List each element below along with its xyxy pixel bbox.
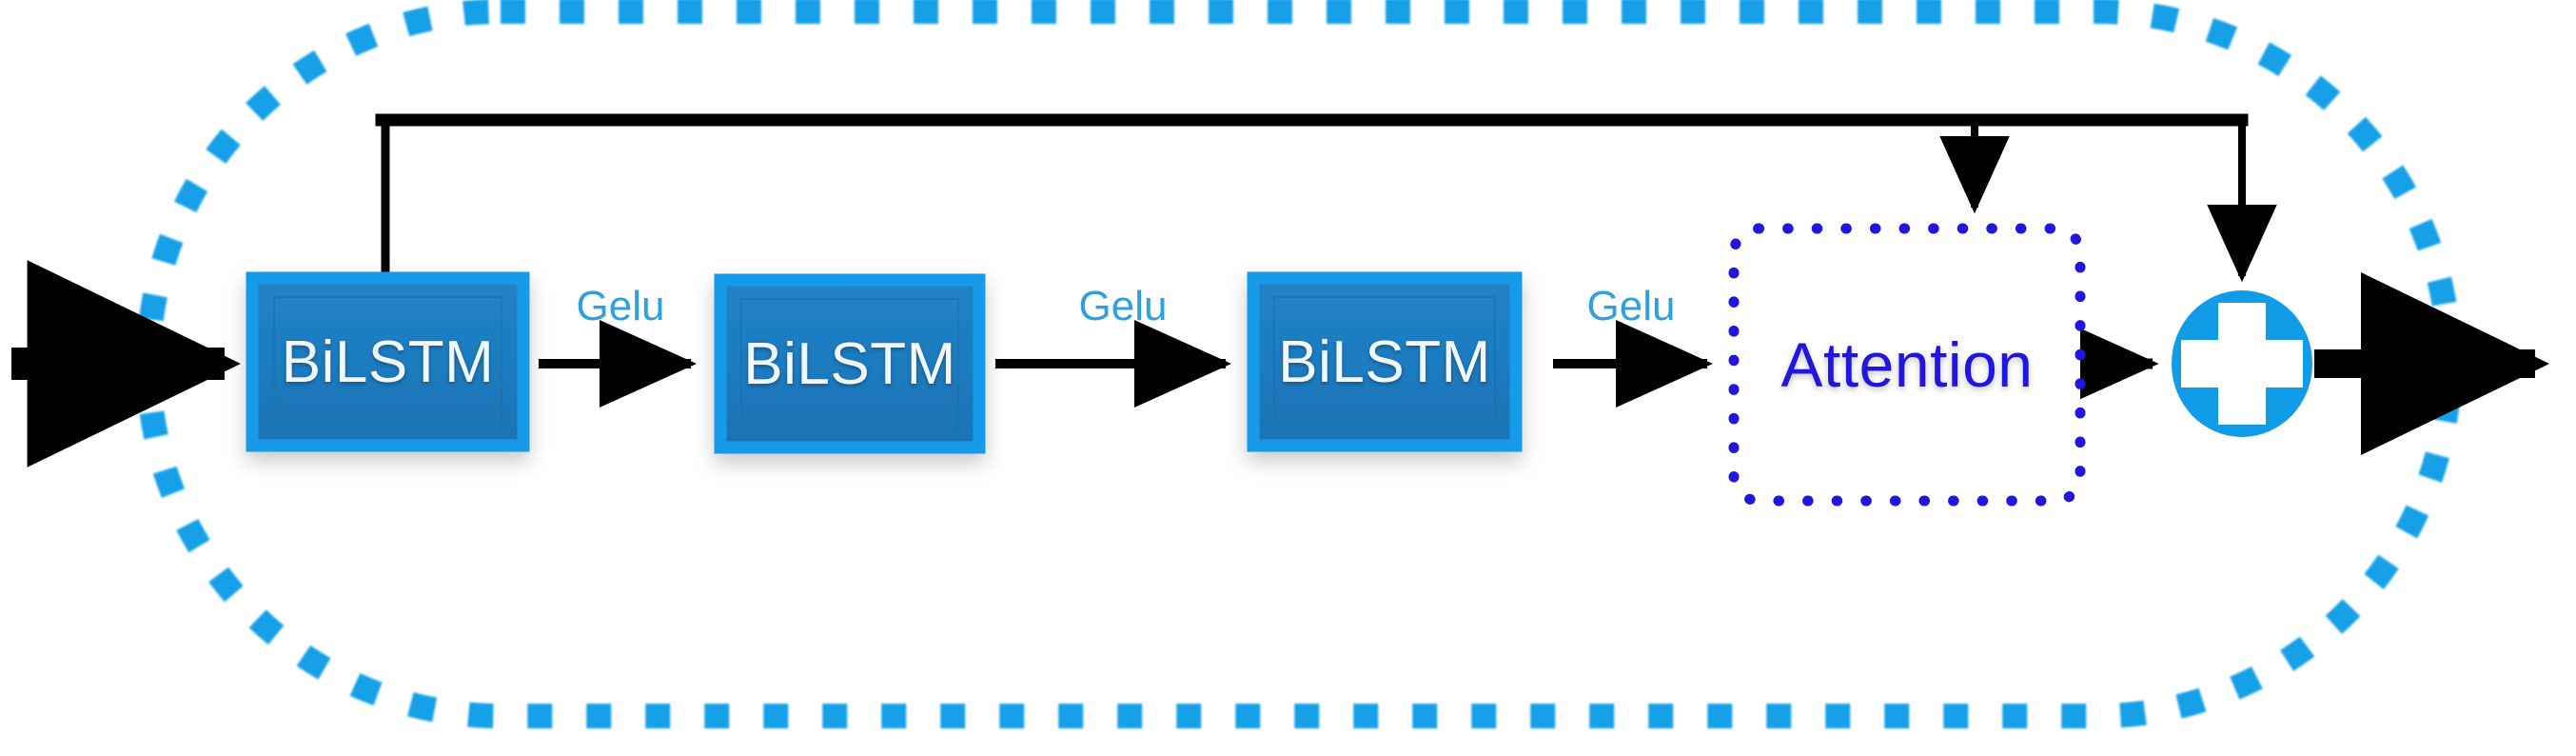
residual-add-node[interactable] — [2172, 290, 2312, 437]
bilstm-box-2[interactable] — [714, 273, 986, 454]
skip-connection-bus — [375, 113, 2277, 290]
bilstm-box-1[interactable] — [246, 271, 530, 452]
attention-box[interactable] — [1728, 223, 2086, 507]
bilstm-box-3[interactable] — [1247, 271, 1523, 452]
